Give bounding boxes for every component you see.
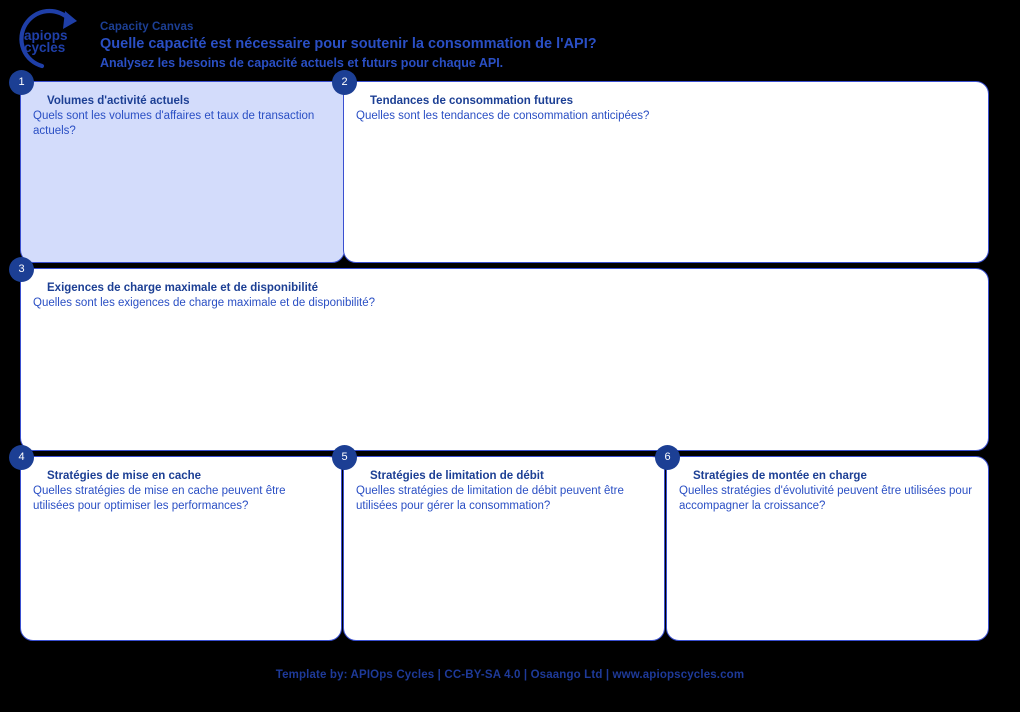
box-question-2: Quelles sont les tendances de consommati… xyxy=(356,110,650,122)
box-number-badge-2: 2 xyxy=(332,70,357,95)
box-question-3: Quelles sont les exigences de charge max… xyxy=(33,297,376,309)
canvas-box-6[interactable]: 6 Stratégies de montée en charge Quelles… xyxy=(655,445,989,641)
header-text-block: Capacity Canvas Quelle capacité est néce… xyxy=(100,19,920,72)
canvas-box-2[interactable]: 2 Tendances de consommation futures Quel… xyxy=(332,70,989,263)
canvas-box-1[interactable]: 1 Volumes d'activité actuels Quels sont … xyxy=(9,70,345,263)
apiops-cycles-logo: apiops cycles xyxy=(8,6,92,72)
box-title-5: Stratégies de limitation de débit xyxy=(370,470,544,482)
logo-circle-arrow xyxy=(19,8,77,69)
canvas-title: Capacity Canvas xyxy=(100,21,194,33)
box-number-badge-4: 4 xyxy=(9,445,34,470)
box-title-2: Tendances de consommation futures xyxy=(370,95,573,107)
box-question-1: Quels sont les volumes d'affaires et tau… xyxy=(33,110,315,137)
canvas-subtitle: Analysez les besoins de capacité actuels… xyxy=(100,56,504,70)
box-title-4: Stratégies de mise en cache xyxy=(47,470,202,482)
logo-text-line2: cycles xyxy=(24,40,65,55)
box-title-3: Exigences de charge maximale et de dispo… xyxy=(47,282,318,294)
logo-text-line1: apiops xyxy=(24,28,68,43)
canvas-box-3[interactable]: 3 Exigences de charge maximale et de dis… xyxy=(9,257,989,451)
box-number-badge-6: 6 xyxy=(655,445,680,470)
box-question-5: Quelles stratégies de limitation de débi… xyxy=(356,485,624,512)
box-number-badge-3: 3 xyxy=(9,257,34,282)
canvas-box-4[interactable]: 4 Stratégies de mise en cache Quelles st… xyxy=(9,445,342,641)
box-number-badge-5: 5 xyxy=(332,445,357,470)
box-question-4: Quelles stratégies de mise en cache peuv… xyxy=(33,485,286,512)
canvas-header: apiops cycles Capacity Canvas Quelle cap… xyxy=(0,0,1020,78)
canvas-footer-attribution: Template by: APIOps Cycles | CC-BY-SA 4.… xyxy=(275,669,745,681)
box-number-badge-1: 1 xyxy=(9,70,34,95)
canvas-box-5[interactable]: 5 Stratégies de limitation de débit Quel… xyxy=(332,445,665,641)
canvas-main-question: Quelle capacité est nécessaire pour sout… xyxy=(100,36,597,52)
box-question-6: Quelles stratégies d'évolutivité peuvent… xyxy=(679,485,973,512)
box-title-6: Stratégies de montée en charge xyxy=(693,470,867,482)
box-title-1: Volumes d'activité actuels xyxy=(47,95,190,107)
